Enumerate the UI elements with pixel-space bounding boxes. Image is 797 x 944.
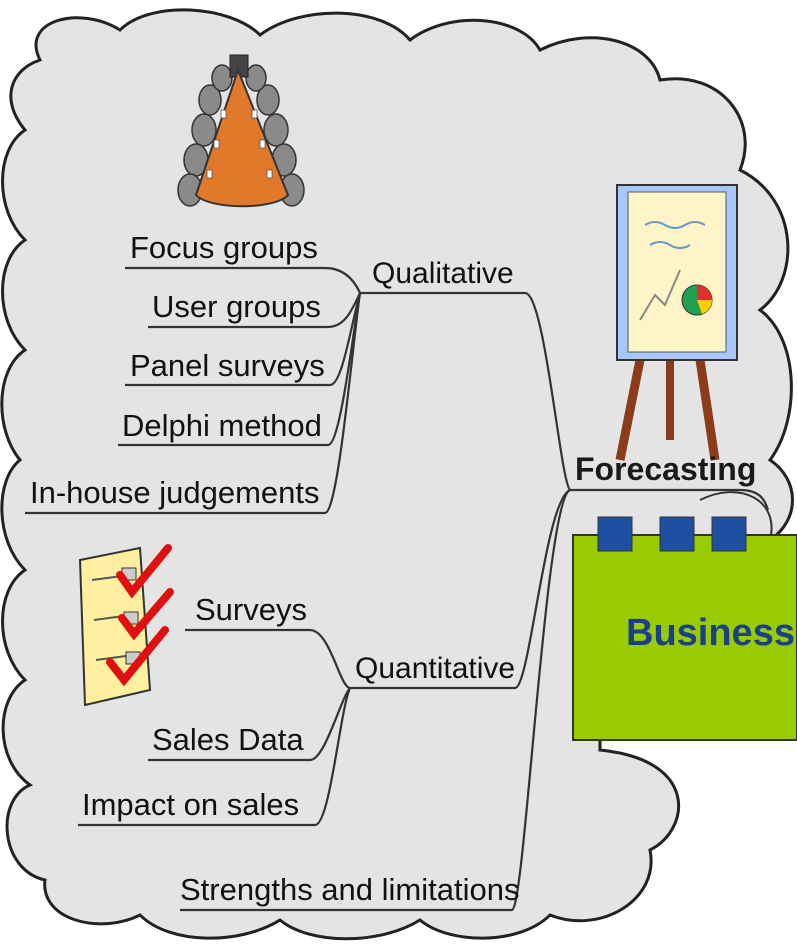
presentation-easel-icon: [615, 184, 738, 461]
qualitative-group: Focus groups User groups Panel surveys D…: [30, 230, 514, 510]
tab-marker: [597, 516, 633, 552]
branch-qualitative: Qualitative: [372, 257, 514, 290]
leaf-surveys: Surveys: [195, 592, 307, 627]
leaf-sales-data: Sales Data: [152, 722, 304, 757]
quantitative-group: Surveys Sales Data Impact on sales Quant…: [82, 592, 515, 822]
leaf-impact-on-sales: Impact on sales: [82, 787, 299, 822]
checklist-icon: [78, 544, 174, 707]
leaf-panel-surveys: Panel surveys: [130, 348, 325, 383]
tab-marker: [659, 516, 695, 552]
business-panel: [572, 534, 797, 741]
business-label: Business: [626, 612, 795, 654]
branch-quantitative: Quantitative: [355, 652, 515, 685]
leaf-user-groups: User groups: [152, 289, 321, 324]
tab-marker: [711, 516, 747, 552]
central-topic-forecasting: Forecasting: [575, 451, 756, 487]
leaf-in-house-judgements: In-house judgements: [30, 475, 320, 510]
branch-strengths-limitations: Strengths and limitations: [180, 872, 519, 907]
branch-lines: [25, 266, 770, 912]
leaf-delphi-method: Delphi method: [122, 408, 322, 443]
business-box: Business: [572, 491, 797, 741]
conference-table-icon: [177, 54, 305, 208]
leaf-focus-groups: Focus groups: [130, 230, 318, 265]
